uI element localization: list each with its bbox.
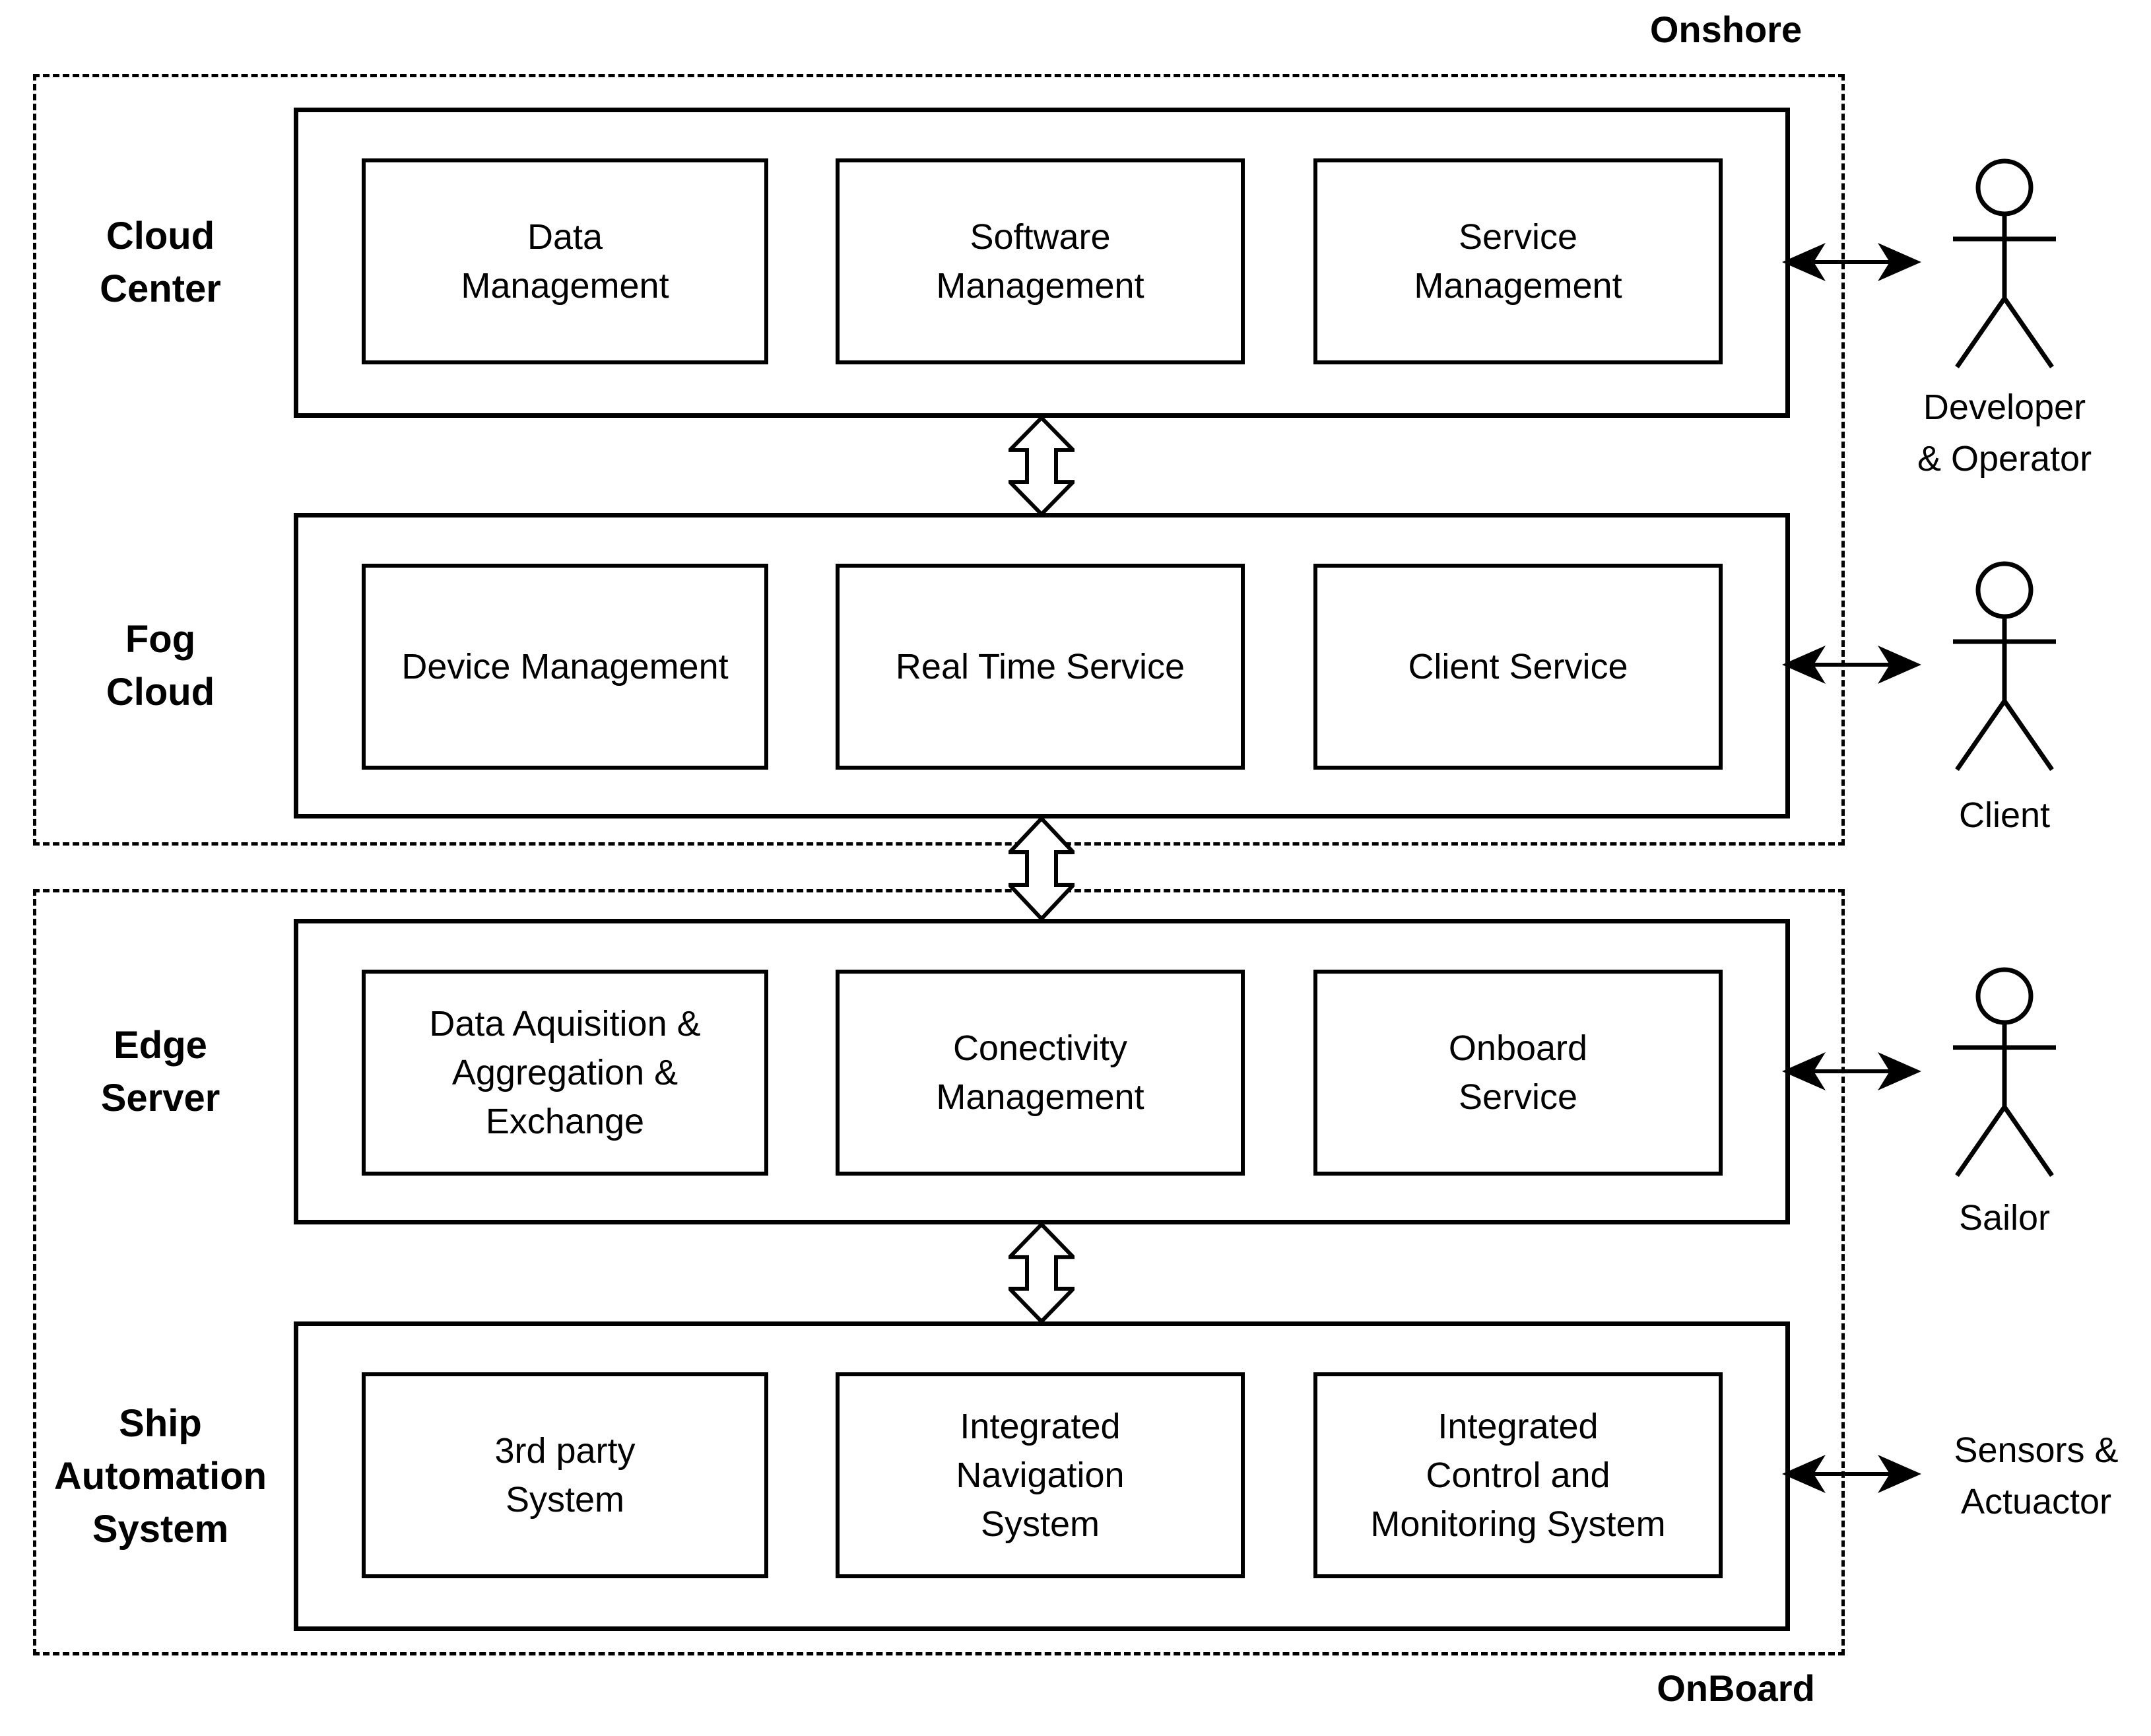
third-party-system-box-label: 3rd party System bbox=[494, 1431, 636, 1519]
sailor-person-icon bbox=[1953, 967, 2056, 1177]
service-management-box-label: Service Management bbox=[1414, 217, 1622, 306]
fog-client-arrow-icon bbox=[1782, 646, 1921, 684]
fog-cloud-label: Fog Cloud bbox=[106, 617, 215, 714]
edge-server-label: Edge Server bbox=[100, 1023, 220, 1119]
developer-operator-label: Developer & Operator bbox=[1917, 387, 2092, 479]
real-time-service-box: Real Time Service bbox=[836, 564, 1245, 770]
onshore-region-label: Onshore bbox=[1649, 9, 1803, 50]
sensors-actuator-label: Sensors & Actuactor bbox=[1954, 1430, 2119, 1521]
software-management-box: Software Management bbox=[836, 158, 1245, 364]
cloud-fog-link-arrow-icon bbox=[1009, 416, 1075, 516]
integrated-control-monitoring-box: Integrated Control and Monitoring System bbox=[1313, 1372, 1723, 1578]
onboard-service-box: Onboard Service bbox=[1313, 970, 1723, 1176]
third-party-system-box: 3rd party System bbox=[362, 1372, 768, 1578]
onboard-region-label: OnBoard bbox=[1657, 1667, 1815, 1709]
client-service-box: Client Service bbox=[1313, 564, 1723, 770]
integrated-navigation-box-label: Integrated Navigation System bbox=[956, 1407, 1125, 1544]
client-label: Client bbox=[1958, 795, 2051, 835]
sailor-label: Sailor bbox=[1958, 1198, 2051, 1238]
cloud-developer-arrow-icon bbox=[1782, 243, 1921, 281]
device-management-box: Device Management bbox=[362, 564, 768, 770]
data-management-box: Data Management bbox=[362, 158, 768, 364]
onshore-region bbox=[33, 74, 1845, 846]
edge-ship-link-arrow-icon bbox=[1009, 1222, 1075, 1323]
onboard-region bbox=[33, 889, 1845, 1655]
ship-sensors-arrow-icon bbox=[1782, 1455, 1921, 1493]
data-aquisition-box: Data Aquisition & Aggregation & Exchange bbox=[362, 970, 768, 1176]
conectivity-management-box: Conectivity Management bbox=[836, 970, 1245, 1176]
integrated-navigation-box: Integrated Navigation System bbox=[836, 1372, 1245, 1578]
ship-automation-label: Ship Automation System bbox=[53, 1401, 267, 1551]
client-service-box-label: Client Service bbox=[1408, 647, 1628, 686]
real-time-service-box-label: Real Time Service bbox=[895, 647, 1185, 686]
cloud-center-label: Cloud Center bbox=[100, 215, 221, 310]
device-management-box-label: Device Management bbox=[401, 647, 729, 686]
software-management-box-label: Software Management bbox=[936, 217, 1144, 306]
edge-sailor-arrow-icon bbox=[1782, 1052, 1921, 1090]
onboard-service-box-label: Onboard Service bbox=[1448, 1028, 1588, 1117]
integrated-control-monitoring-box-label: Integrated Control and Monitoring System bbox=[1370, 1407, 1666, 1544]
data-aquisition-box-label: Data Aquisition & Aggregation & Exchange bbox=[429, 1004, 701, 1141]
client-person-icon bbox=[1953, 561, 2056, 771]
conectivity-management-box-label: Conectivity Management bbox=[936, 1028, 1144, 1117]
fog-edge-link-arrow-icon bbox=[1009, 817, 1075, 921]
developer-operator-person-icon bbox=[1953, 158, 2056, 368]
data-management-box-label: Data Management bbox=[461, 217, 669, 306]
service-management-box: Service Management bbox=[1313, 158, 1723, 364]
